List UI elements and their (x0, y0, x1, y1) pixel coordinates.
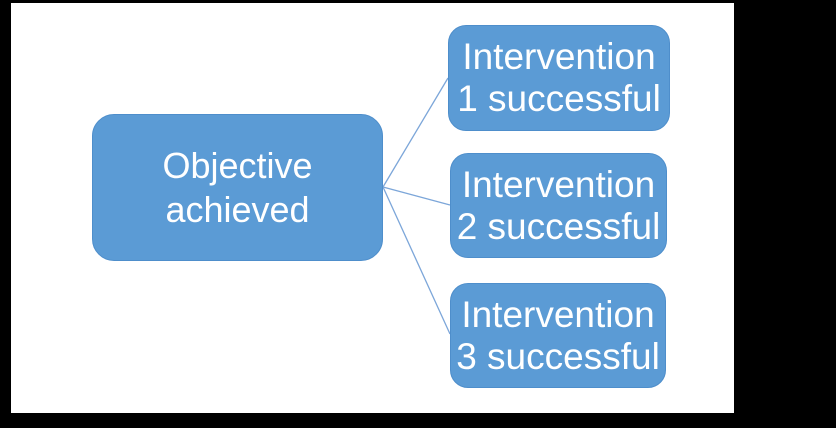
connector-line-3 (382, 186, 451, 335)
node-intervention-1: Intervention 1 successful (448, 25, 670, 131)
node-label-line: Intervention (461, 293, 655, 335)
node-intervention-2: Intervention 2 successful (450, 153, 667, 258)
node-label-line: 2 successful (456, 205, 661, 247)
node-label-line: Intervention (461, 163, 656, 205)
node-label-line: achieved (165, 188, 310, 230)
connector-line-2 (382, 186, 451, 206)
diagram-area: Objective achieved Intervention 1 succes… (11, 3, 734, 413)
node-intervention-3: Intervention 3 successful (450, 283, 666, 388)
node-label-line: Intervention (462, 36, 656, 77)
connector-line-1 (382, 77, 449, 188)
node-objective-achieved: Objective achieved (92, 114, 383, 261)
node-label-line: Objective (162, 144, 313, 186)
node-label-line: 3 successful (456, 335, 660, 377)
node-label-line: 1 successful (457, 78, 661, 119)
